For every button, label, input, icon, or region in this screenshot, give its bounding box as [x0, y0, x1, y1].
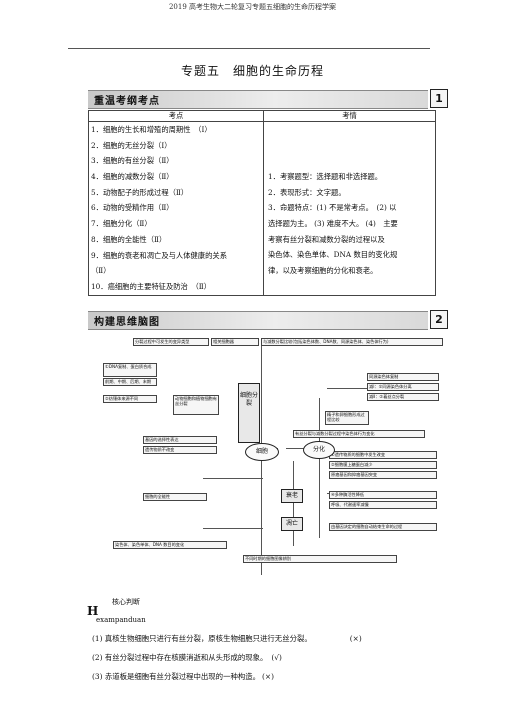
judgment-mark: (×): [262, 672, 274, 681]
section-number: 1: [430, 89, 448, 108]
judgment-text: (2) 有丝分裂过程中存在核膜消逝和从头形成的现象。: [92, 653, 268, 662]
table-header-points: 考点: [88, 110, 264, 122]
mm-box: ①DNA复制、蛋白质合成: [103, 363, 157, 377]
exam-info-cell: 1．考察题型：选择题和非选择题。 2．表现形式：文字题。 3．命题特点：(1) …: [263, 121, 436, 296]
mm-box: 原癌基因和抑癌基因突变: [329, 471, 437, 479]
point-item: 1．细胞的生长和增殖的周期性 （Ⅰ）: [91, 125, 212, 134]
core-judgment-label: 核心判断: [112, 598, 140, 606]
mm-box: 减Ⅱ：②着丝点分裂: [367, 393, 439, 401]
judgment-item: (2) 有丝分裂过程中存在核膜消逝和从头形成的现象。(√): [92, 652, 282, 663]
table-header-exam: 考情: [263, 110, 436, 122]
point-item: 3．细胞的有丝分裂（Ⅱ）: [91, 156, 174, 166]
mm-box: 呼吸、代谢速率减慢: [329, 501, 437, 509]
connector-line: [203, 528, 263, 529]
point-item: 7．细胞分化（Ⅱ）: [91, 219, 152, 229]
point-item: 8．细胞的全能性（Ⅱ）: [91, 234, 167, 244]
banner-bar: [88, 90, 428, 109]
connector-line: [293, 461, 294, 546]
center-node-division: 细胞分裂: [238, 383, 260, 443]
connector-line: [203, 478, 263, 479]
exam-line: 2．表现形式：文字题。: [268, 187, 346, 197]
mind-map-diagram: 分裂过程中可发生的变异类型 相关细胞器 与减数分裂比较(包括染色体数、DNA数、…: [93, 333, 443, 580]
exam-line: 选择题为主。 (3) 难度不大。 (4) 主要: [268, 219, 398, 229]
mm-box: 有丝分裂与减数分裂过程中染色体行为变化: [293, 430, 425, 438]
judgment-mark: (×): [349, 634, 362, 643]
mm-box: 前期、中期、后期、末期: [103, 378, 157, 386]
exam-line: 考察有丝分裂和减数分裂的过程以及: [268, 234, 385, 244]
section-title: 重温考纲考点: [94, 96, 160, 107]
mm-box: 减Ⅰ：①同源染色体分离: [367, 383, 439, 391]
mm-box: 遗传物质不改变: [143, 446, 217, 454]
judgment-mark: (√): [271, 653, 282, 662]
exam-line: 律，以及考察细胞的分化和衰老。: [268, 266, 378, 276]
connector-line: [319, 398, 320, 538]
judgment-item: (3) 赤道板是细胞有丝分裂过程中出现的一种构造。(×): [92, 671, 274, 682]
judgment-item: (1) 真核生物细胞只进行有丝分裂，原核生物细胞只进行无丝分裂。 (×): [92, 633, 362, 644]
judgment-text: (3) 赤道板是细胞有丝分裂过程中出现的一种构造。: [92, 672, 261, 681]
mm-box: 动物细胞和植物细胞有丝分裂: [173, 395, 219, 415]
mm-box: 精子和卵细胞形成过程比较: [325, 411, 369, 425]
mm-box: ②细胞膜上糖蛋白减少: [329, 461, 437, 469]
mm-box: 相关细胞器: [211, 338, 259, 346]
point-item: 5．动物配子的形成过程（Ⅱ）: [91, 187, 189, 197]
core-h-initial: H: [87, 604, 99, 618]
mm-box: 基因的选择性表达: [143, 436, 217, 444]
point-item: 4．细胞的减数分裂（Ⅱ）: [91, 172, 174, 182]
judgment-text: (1) 真核生物细胞只进行有丝分裂，原核生物细胞只进行无丝分裂。: [92, 634, 312, 643]
center-node-aging: 衰老: [281, 489, 303, 503]
exam-line: 3．命题特点：(1) 不是常考点。 (2) 以: [268, 203, 397, 213]
center-node-differentiation: 分化: [303, 441, 335, 459]
mm-box: 细胞的全能性: [143, 493, 207, 501]
mm-box: 同源染色体复制: [367, 373, 439, 381]
point-item: 9．细胞的衰老和凋亡及与人体健康的关系: [91, 250, 227, 260]
point-item: 2．细胞的无丝分裂（Ⅰ）: [91, 140, 172, 150]
mm-box: ④多种酶活性降低: [329, 491, 437, 499]
mm-box: 与减数分裂比较(包括染色体数、DNA数、同源染色体、染色体行为): [261, 338, 443, 346]
center-node-apoptosis: 凋亡: [281, 517, 303, 531]
point-item: （Ⅱ）: [91, 266, 111, 276]
exam-line: 1．考察题型：选择题和非选择题。: [268, 172, 383, 181]
document-header: 2019 高考生物大二轮复习专题五细胞的生命历程学案: [168, 3, 337, 11]
mm-box: ②纺锤体来源不同: [103, 395, 157, 403]
section-banner-mindmap: 构建思维脑图 2: [88, 310, 448, 330]
mm-box: 染色体、染色单体、DNA 数目的变化: [113, 541, 227, 549]
section-banner-exam-points: 重温考纲考点 1: [88, 89, 448, 109]
banner-bar: [88, 311, 428, 330]
page-title: 专题五 细胞的生命历程: [180, 64, 324, 78]
points-cell: 1．细胞的生长和增殖的周期性 （Ⅰ） 2．细胞的无丝分裂（Ⅰ） 3．细胞的有丝分…: [88, 121, 264, 296]
core-h-subtext: exampanduan: [96, 616, 146, 624]
mm-box: 由基因决定的细胞自动结束生命的过程: [329, 523, 437, 531]
exam-line: 染色体、染色单体、DNA 数目的变化规: [268, 250, 398, 260]
mm-box: ①遗传物质的细胞中发生改变: [329, 451, 437, 459]
mm-box: 分裂过程中可发生的变异类型: [133, 338, 209, 346]
connector-line: [327, 388, 367, 389]
point-item: 10．癌细胞的主要特征及防治 （Ⅱ）: [91, 281, 212, 291]
point-item: 6．动物的受精作用（Ⅱ）: [91, 203, 174, 213]
connector-line: [286, 448, 304, 449]
exam-points-table: 考点 考情 1．细胞的生长和增殖的周期性 （Ⅰ） 2．细胞的无丝分裂（Ⅰ） 3．…: [88, 110, 436, 296]
header-rule: [68, 48, 430, 49]
center-node-cell: 细胞: [245, 443, 279, 461]
mm-box: 不同时期的细胞图像辨别: [243, 555, 397, 563]
section-title: 构建思维脑图: [94, 317, 160, 328]
section-number: 2: [430, 310, 448, 329]
